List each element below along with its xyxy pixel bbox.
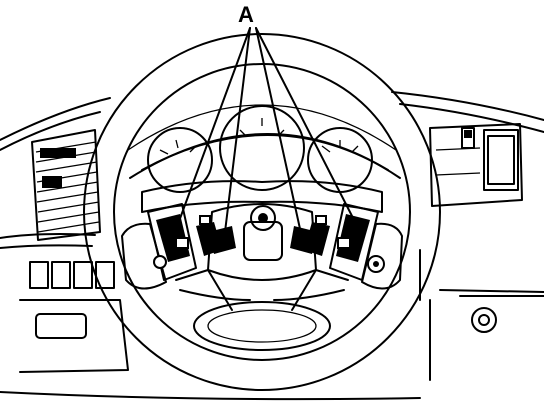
dashboard xyxy=(0,91,544,401)
left-switch-panel xyxy=(29,261,115,339)
callout-leaders xyxy=(177,27,353,241)
steering-wheel-rim xyxy=(83,33,441,391)
right-steering-switch xyxy=(290,203,403,290)
instrument-cluster xyxy=(129,105,401,193)
callout-label-a: A xyxy=(238,2,254,27)
left-air-vent xyxy=(31,129,101,241)
left-steering-switch xyxy=(121,203,236,290)
steering-wheel-hub xyxy=(141,180,383,351)
center-console xyxy=(429,123,544,333)
